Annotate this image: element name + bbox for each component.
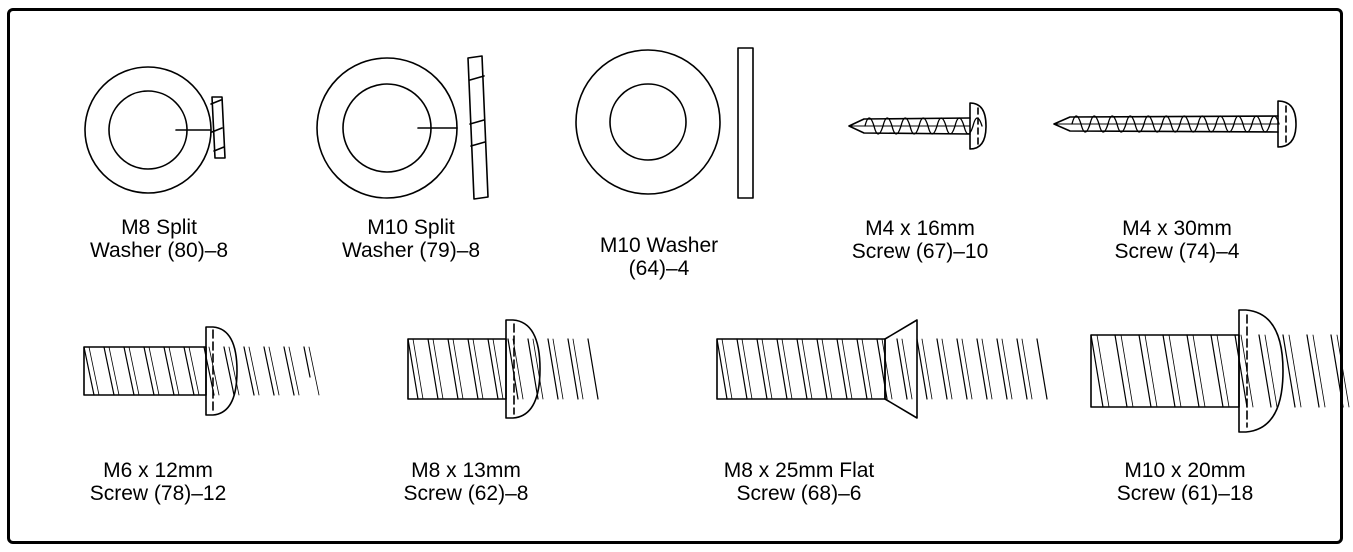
m6x12-screw-icon <box>83 326 320 416</box>
m10x20-screw-count: Screw (61)–18 <box>1116 482 1254 505</box>
m4x16-screw-count: Screw (67)–10 <box>851 240 989 263</box>
m10-washer-icon <box>575 47 754 199</box>
m4x30-screw-label: M4 x 30mm Screw (74)–4 <box>1115 217 1240 263</box>
m8x25-flat-screw-icon <box>716 319 1048 419</box>
m10-split-washer-icon <box>316 55 489 200</box>
m8x13-screw-label: M8 x 13mm Screw (62)–8 <box>404 459 529 505</box>
m4x30-screw-count: Screw (74)–4 <box>1114 240 1240 263</box>
m8x25-flat-screw-name: M8 x 25mm Flat <box>723 459 875 482</box>
m8-split-washer-label: M8 Split Washer (80)–8 <box>90 216 228 262</box>
m6x12-screw-name: M6 x 12mm <box>103 459 213 482</box>
m10-washer-count: (64)–4 <box>628 257 690 280</box>
m8-split-washer-icon <box>84 66 226 194</box>
m4x30-screw-name: M4 x 30mm <box>1122 217 1232 240</box>
m10-washer-name: M10 Washer <box>599 234 719 257</box>
m4x16-screw-name: M4 x 16mm <box>865 217 975 240</box>
m4x16-screw-icon <box>848 102 987 150</box>
m8x13-screw-icon <box>407 319 599 419</box>
m4x30-screw-icon <box>1053 100 1297 148</box>
m4x16-screw-label: M4 x 16mm Screw (67)–10 <box>852 217 989 263</box>
m8x25-flat-screw-label: M8 x 25mm Flat Screw (68)–6 <box>724 459 875 505</box>
m8x13-screw-name: M8 x 13mm <box>411 459 521 482</box>
m10-split-washer-name: M10 Split <box>367 216 455 239</box>
m6x12-screw-count: Screw (78)–12 <box>89 482 227 505</box>
m8x25-flat-screw-count: Screw (68)–6 <box>736 482 862 505</box>
m8x13-screw-count: Screw (62)–8 <box>403 482 529 505</box>
hardware-key-frame <box>7 8 1343 544</box>
m10-washer-label: M10 Washer (64)–4 <box>600 234 718 280</box>
m10x20-screw-label: M10 x 20mm Screw (61)–18 <box>1117 459 1254 505</box>
m10-split-washer-count: Washer (79)–8 <box>341 239 481 262</box>
m10x20-screw-icon <box>1090 309 1350 433</box>
m6x12-screw-label: M6 x 12mm Screw (78)–12 <box>90 459 227 505</box>
m10-split-washer-label: M10 Split Washer (79)–8 <box>342 216 480 262</box>
m8-split-washer-name: M8 Split <box>121 216 197 239</box>
m10x20-screw-name: M10 x 20mm <box>1124 459 1246 482</box>
m8-split-washer-count: Washer (80)–8 <box>89 239 229 262</box>
